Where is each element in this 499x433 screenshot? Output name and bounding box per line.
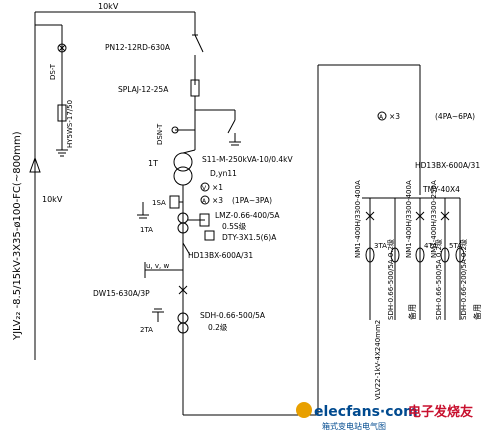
- feeder-4-ta: 5TA: [449, 242, 462, 250]
- ct-1ta-coil-icon-2: [177, 222, 189, 234]
- lamp-cross-2: [58, 44, 66, 52]
- feeder-3-cross-2: [415, 211, 425, 221]
- right-busbar-tmy: TMY-40X4: [422, 185, 460, 194]
- feeder-3-breaker: NM1-400H/3300-400A: [405, 180, 413, 258]
- watermark-logo: elecfans·com: [314, 404, 418, 420]
- watermark-caption: 箱式变电站电气图: [322, 421, 386, 431]
- surge-arrester-left-label: DS-T: [49, 63, 57, 80]
- earth-switch-blade: [227, 119, 236, 134]
- transformer-vector: D,yn11: [210, 169, 237, 178]
- right-ammeter-icon: [377, 111, 387, 121]
- right-ammeter-range: (4PA~6PA): [435, 112, 475, 121]
- right-busbar: HD13BX-600A/31: [415, 161, 480, 170]
- fuse-upper-label: SPLAJ-12-25A: [118, 85, 169, 94]
- ammeter-range: (1PA~3PA): [232, 196, 272, 205]
- feeder-1-ct-icon: [365, 247, 375, 263]
- voltmeter-symbol: V: [202, 185, 207, 192]
- left-feed-label: 10kV: [42, 195, 63, 204]
- meter-box: [204, 230, 215, 241]
- ct2-class: 0.2级: [208, 322, 228, 332]
- feeder-1-ct: SDH-0.66-500/5A 0.2级: [386, 239, 395, 320]
- feeder-3-ct: SDH-0.66-500/5A 0.2级: [434, 239, 443, 320]
- transformer-primary-coil-icon: [173, 152, 193, 172]
- fuse-left-label: HY5WS-17/50: [66, 100, 74, 148]
- cable-label: YJLV₂₂ -8.5/15kV-3X35-ø100-FC(~800mm): [12, 131, 23, 341]
- bus-phases: u, v, w: [146, 262, 169, 270]
- feeder-5-spare: 备用: [472, 304, 482, 320]
- indicator-lamp-icon: [57, 43, 67, 53]
- watermark-logo-circle: [296, 402, 312, 418]
- meter-model: DTY-3X1.5(6)A: [222, 233, 277, 242]
- ct-class: 0.5S级: [222, 221, 247, 231]
- top-bus-label: 10kV: [98, 2, 119, 11]
- feeder-4-breaker: NM1-400H/3300-250A: [430, 180, 438, 258]
- load-switch-blade: [194, 34, 204, 53]
- ct2-model: SDH-0.66-500/5A: [200, 311, 266, 320]
- feeder-3-ta: 4TA: [424, 242, 437, 250]
- feeder-1-ta: 3TA: [374, 242, 387, 250]
- breaker-cross-2: [178, 285, 188, 295]
- ct-right-box: [199, 213, 210, 227]
- ct-1sa-label: 1SA: [152, 199, 166, 207]
- ct-1sa-box: [169, 195, 180, 209]
- left-fuse-icon: [57, 104, 67, 122]
- ammeter-symbol: A: [202, 198, 207, 205]
- load-switch-label: PN12-12RD-630A: [105, 43, 171, 52]
- right-ammeter-symbol: A: [379, 114, 384, 121]
- ct-2ta-label: 2TA: [140, 326, 153, 334]
- voltmeter-icon: [200, 182, 210, 192]
- feeder-2-spare: 备用: [407, 304, 417, 320]
- ammeter-icon: [200, 195, 210, 205]
- earth-switch-label: DSN-T: [156, 123, 164, 145]
- transformer-model: S11-M-250kVA-10/0.4kV: [202, 155, 294, 164]
- hv-to-transformer: [182, 149, 196, 154]
- busbar-switch-blade: [182, 242, 191, 256]
- outgoing-cable: VLV22-1kV-4X240mm2: [374, 320, 382, 400]
- ammeter-qty: ×3: [212, 196, 223, 205]
- busbar-main: HD13BX-600A/31: [188, 251, 253, 260]
- feeder-5-ct-icon: [455, 247, 465, 263]
- feeder-3-ct-icon: [415, 247, 425, 263]
- watermark-cn: 电子发烧友: [408, 404, 473, 420]
- transformer-secondary-coil-icon: [173, 166, 193, 186]
- feeder-4-ct: SDH-0.66-200/5A 0.2级: [459, 239, 468, 320]
- feed-arrow-icon: [29, 156, 41, 173]
- feeder-4-cross-2: [440, 211, 450, 221]
- feeder-1-breaker: NM1-400H/3300-400A: [354, 180, 362, 258]
- feeder-4-ct-icon: [440, 247, 450, 263]
- feeder-1-cross-2: [365, 211, 375, 221]
- earth-indicator-icon: [171, 126, 179, 134]
- voltmeter-qty: ×1: [212, 183, 223, 192]
- ct-1ta-label: 1TA: [140, 226, 153, 234]
- right-ammeter-qty: ×3: [389, 112, 400, 121]
- ct-2ta-coil-icon-2: [177, 322, 189, 334]
- feeder-2-ct-icon: [390, 247, 400, 263]
- transformer-tag: 1T: [148, 159, 158, 168]
- ct-model: LMZ-0.66-400/5A: [215, 211, 280, 220]
- breaker-main: DW15-630A/3P: [93, 289, 150, 298]
